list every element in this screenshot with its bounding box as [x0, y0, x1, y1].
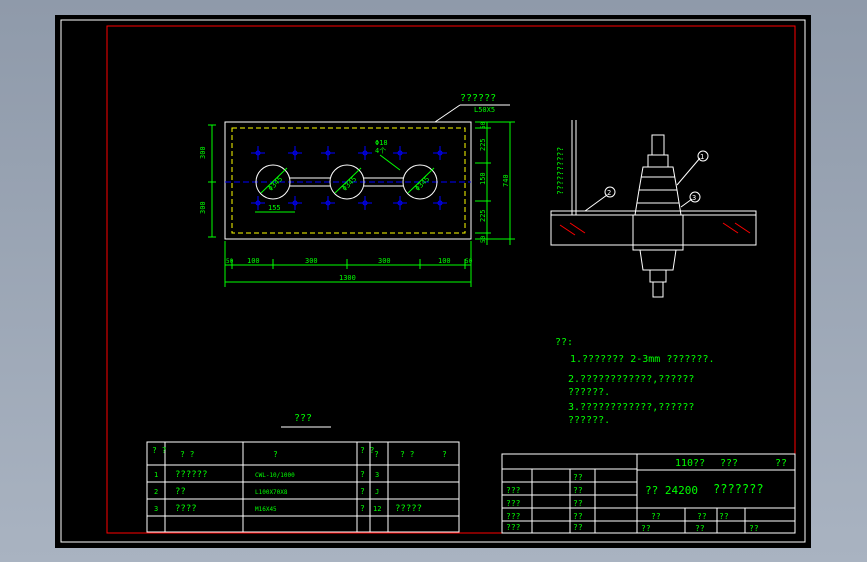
note-line-5: ??????. — [568, 415, 610, 426]
dim-left-1: 300 — [199, 146, 207, 159]
dim-top-1: 50 — [226, 258, 234, 265]
row3-unit: 12 — [373, 505, 381, 513]
tb-r5-c2: ?? — [573, 523, 583, 532]
insulator-holes: Φ345 Φ345 Φ345 — [255, 164, 438, 200]
wall-label: ?????????? — [556, 147, 565, 195]
dim-top-4: 300 — [378, 257, 391, 265]
tb-r2-c2: ?? — [573, 486, 583, 495]
tb-r4-c2: ?? — [573, 512, 583, 521]
row1-qty: ? — [360, 470, 365, 479]
notes: ??: 1.??????? 2-3mm ???????. 2.?????????… — [555, 337, 715, 426]
row2-name: ?? — [175, 487, 186, 497]
notes-heading: ??: — [555, 337, 573, 348]
th-qty: ? ? — [360, 446, 375, 455]
marker-3: 3 — [692, 194, 696, 202]
tb-drawing-name: ??????? — [713, 482, 764, 496]
dim-top-5: 100 — [438, 257, 451, 265]
note-line-2: 2.????????????,?????? — [568, 374, 694, 385]
parts-table-title: ??? — [294, 413, 312, 424]
note-line-1: 1.??????? 2-3mm ???????. — [570, 354, 715, 365]
hole-label-3: Φ345 — [414, 175, 432, 193]
row2-no: 2 — [154, 488, 158, 496]
outer-frame — [60, 19, 806, 543]
plate-inner — [231, 127, 466, 234]
drawing-border — [106, 25, 796, 534]
hole-2 — [329, 164, 365, 200]
cad-drawing: ?????? L50X5 Φ345 Φ345 Φ345 Φ18 4个 155 — [60, 19, 806, 543]
section-view: ?????????? 1 2 — [550, 120, 757, 298]
dim-top-3: 300 — [305, 257, 318, 265]
bolt-holes — [251, 146, 447, 210]
th-spec: ? — [273, 450, 278, 459]
dim-right-1: 50 — [480, 121, 487, 129]
tb-r4-c1: ??? — [506, 512, 521, 521]
tb-bottom-4: ?? — [641, 524, 651, 533]
plate-label: ?????? — [460, 93, 496, 104]
row3-spec: M16X45 — [255, 506, 277, 513]
note-line-3: ??????. — [568, 387, 610, 398]
tb-r2-c1: ??? — [506, 486, 521, 495]
row3-name: ???? — [175, 504, 197, 514]
cad-viewport[interactable]: ?????? L50X5 Φ345 Φ345 Φ345 Φ18 4个 155 — [55, 15, 811, 548]
row3-qty: ? — [360, 504, 365, 513]
row1-unit: 3 — [375, 471, 379, 479]
th-extra: ? — [442, 450, 447, 459]
th-name: ? ? — [180, 450, 195, 459]
dim-right-5: 50 — [480, 235, 487, 243]
hole-3 — [402, 164, 438, 200]
bolt-label: Φ18 — [375, 139, 388, 147]
tb-r1-c2: ?? — [573, 473, 583, 482]
dim-top-2: 100 — [247, 257, 260, 265]
dim-total: 1300 — [339, 274, 356, 282]
tb-r5-c1: ??? — [506, 523, 521, 532]
th-note: ? ? — [400, 450, 415, 459]
th-unit: ? — [374, 450, 379, 459]
hole-label-2: Φ345 — [341, 175, 359, 193]
row1-name: ?????? — [175, 470, 208, 480]
bolt-count: 4个 — [375, 147, 386, 155]
tb-bottom-6: ?? — [749, 524, 759, 533]
tb-section: ??? — [720, 458, 738, 469]
plate-spec: L50X5 — [474, 106, 495, 114]
th-no: ? ? — [152, 446, 167, 455]
dim-left-2: 300 — [199, 201, 207, 214]
hole-label-1: Φ345 — [267, 175, 285, 193]
row1-spec: CWL-10/1000 — [255, 472, 295, 479]
tb-bottom-3: ?? — [719, 512, 729, 521]
plan-view: ?????? L50X5 Φ345 Φ345 Φ345 Φ18 4个 155 — [199, 93, 515, 287]
marker-1: 1 — [700, 153, 704, 161]
tb-r3-c2: ?? — [573, 499, 583, 508]
floor-slab — [550, 214, 757, 246]
tb-r3-c1: ??? — [506, 499, 521, 508]
tb-drawing-no: ?? 24200 — [645, 484, 698, 497]
title-block: 110?? ??? ?? ?? 24200 ??????? ?? ??? ?? … — [501, 453, 796, 534]
marker-2: 2 — [607, 189, 611, 197]
tb-project: 110?? — [675, 458, 705, 469]
dim-top-6: 50 — [465, 258, 473, 265]
row1-no: 1 — [154, 471, 158, 479]
row2-unit: J — [375, 488, 379, 496]
tb-bottom-2: ?? — [697, 512, 707, 521]
dim-right-total: 740 — [502, 174, 510, 187]
row3-no: 3 — [154, 505, 158, 513]
tb-bottom-5: ?? — [695, 524, 705, 533]
dim-right-4: 225 — [479, 209, 487, 222]
parts-table: ??? ? ? ? ? ? ? ? ? ? ? ? 1 ?????? CWL-1… — [146, 413, 460, 533]
tb-bottom-1: ?? — [651, 512, 661, 521]
tb-field-1: ?? — [775, 458, 787, 469]
row2-qty: ? — [360, 487, 365, 496]
dim-right-2: 225 — [479, 138, 487, 151]
plate-outline — [224, 121, 472, 240]
row2-spec: L100X70X8 — [255, 489, 288, 496]
dim-right-3: 150 — [479, 172, 487, 185]
note-line-4: 3.????????????,?????? — [568, 402, 694, 413]
dim-155: 155 — [268, 204, 281, 212]
row3-note: ????? — [395, 504, 422, 514]
hole-1 — [255, 164, 291, 200]
wall-bushing — [632, 134, 684, 298]
